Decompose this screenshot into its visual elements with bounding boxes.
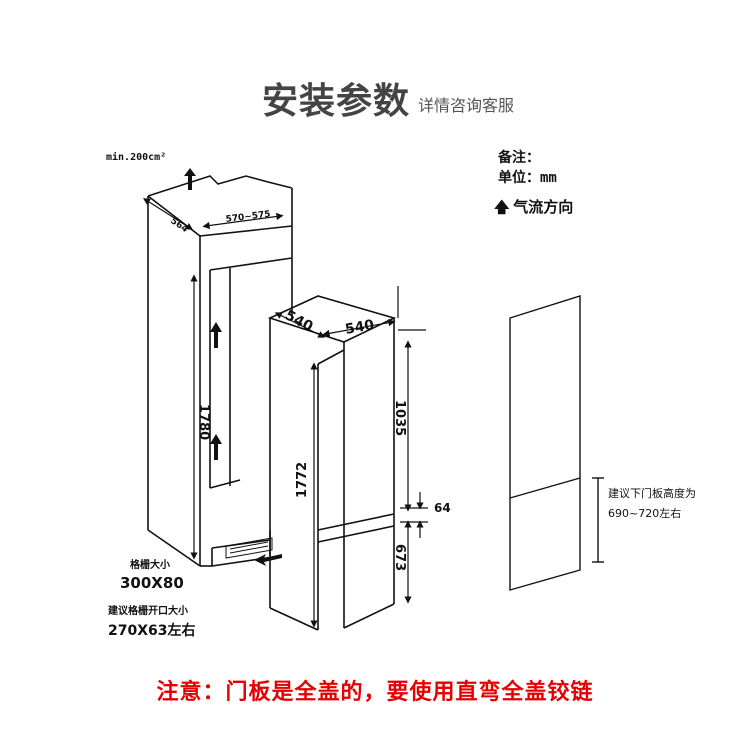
- airflow-arrows: [184, 168, 282, 566]
- grille-opening-label: 建议格栅开口大小: [108, 606, 188, 617]
- door-panel-label-line1: 建议下门板高度为: [608, 487, 696, 500]
- grille-size-value: 300X80: [120, 574, 184, 592]
- appliance-outline: [267, 295, 397, 631]
- airflow-label: 气流方向: [513, 198, 574, 216]
- door-panel-dimension: [592, 477, 604, 563]
- appliance-width-dimension: [322, 319, 396, 337]
- page-subtitle: 详情咨询客服: [418, 96, 515, 115]
- airflow-in-arrow-icon: [254, 554, 282, 566]
- door-panel-label-line2: 690~720左右: [608, 507, 682, 520]
- door-panel: [509, 295, 581, 591]
- appliance-depth-dimension: [274, 312, 326, 338]
- cabinet-depth-dimension: [142, 198, 194, 230]
- min-area-label: min.200cm²: [106, 152, 167, 163]
- cabinet-width-dimension: [202, 212, 284, 230]
- cabinet-width-text: 570~575: [225, 210, 271, 225]
- grille-opening-value: 270X63左右: [108, 623, 196, 639]
- notes-block: 备注： 单位：mm: [498, 148, 557, 188]
- appliance-gap-text: 64: [434, 501, 451, 515]
- door-panel-label: 建议下门板高度为 690~720左右: [608, 484, 696, 524]
- cabinet-depth-text: 564: [168, 216, 189, 235]
- cabinet-top-vent: [147, 175, 293, 197]
- warning-note: 注意：门板是全盖的，要使用直弯全盖铰链: [156, 680, 594, 705]
- cabinet-height-text: 1780: [196, 404, 211, 440]
- appliance-lower-text: 673: [392, 544, 407, 571]
- grille-size-label: 格栅大小: [130, 560, 170, 571]
- page-title: 安装参数: [262, 81, 411, 122]
- unit-label: 单位：mm: [498, 170, 557, 186]
- airflow-legend: 🡅 气流方向: [494, 196, 573, 222]
- appliance-height-text: 1772: [295, 462, 310, 498]
- airflow-mid-arrow-icon: [210, 322, 222, 348]
- airflow-top-arrow-icon: [184, 168, 196, 190]
- airflow-arrow-icon: 🡅: [494, 198, 510, 216]
- airflow-low-arrow-icon: [210, 434, 222, 460]
- appliance-upper-text: 1035: [392, 400, 407, 436]
- appliance-width-text: 540: [344, 317, 376, 338]
- remark-label: 备注：: [498, 150, 540, 166]
- grille: [225, 537, 273, 559]
